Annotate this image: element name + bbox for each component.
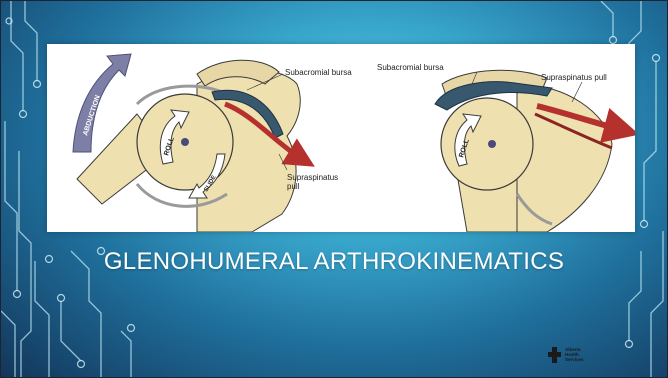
right-bursa-label: Subacromial bursa: [377, 63, 444, 72]
arthrokinematics-illustration: ABDUCTION ROLL SLIDE Subacromial bursa S…: [47, 44, 635, 232]
left-shoulder-figure: ABDUCTION ROLL SLIDE Subacromial bursa S…: [73, 54, 352, 232]
right-shoulder-figure: ROLL Subacromial bursa Supraspinatus pul…: [377, 63, 622, 232]
left-supraspinatus-label-1: Supraspinatus: [287, 173, 338, 182]
logo-cross-icon: [548, 347, 562, 363]
logo-line-2: Services: [565, 357, 595, 362]
slide-title: GLENOHUMERAL ARTHROKINEMATICS: [1, 248, 667, 276]
left-supraspinatus-label-2: pull: [287, 182, 300, 191]
alberta-health-logo: Alberta Health Services: [548, 345, 594, 367]
right-supraspinatus-label: Supraspinatus pull: [541, 73, 607, 82]
left-bursa-label: Subacromial bursa: [285, 68, 352, 77]
left-axis-dot: [181, 138, 189, 146]
figure-panel: ABDUCTION ROLL SLIDE Subacromial bursa S…: [47, 44, 635, 232]
right-axis-dot: [488, 140, 496, 148]
logo-line-1: Alberta Health: [565, 347, 595, 357]
